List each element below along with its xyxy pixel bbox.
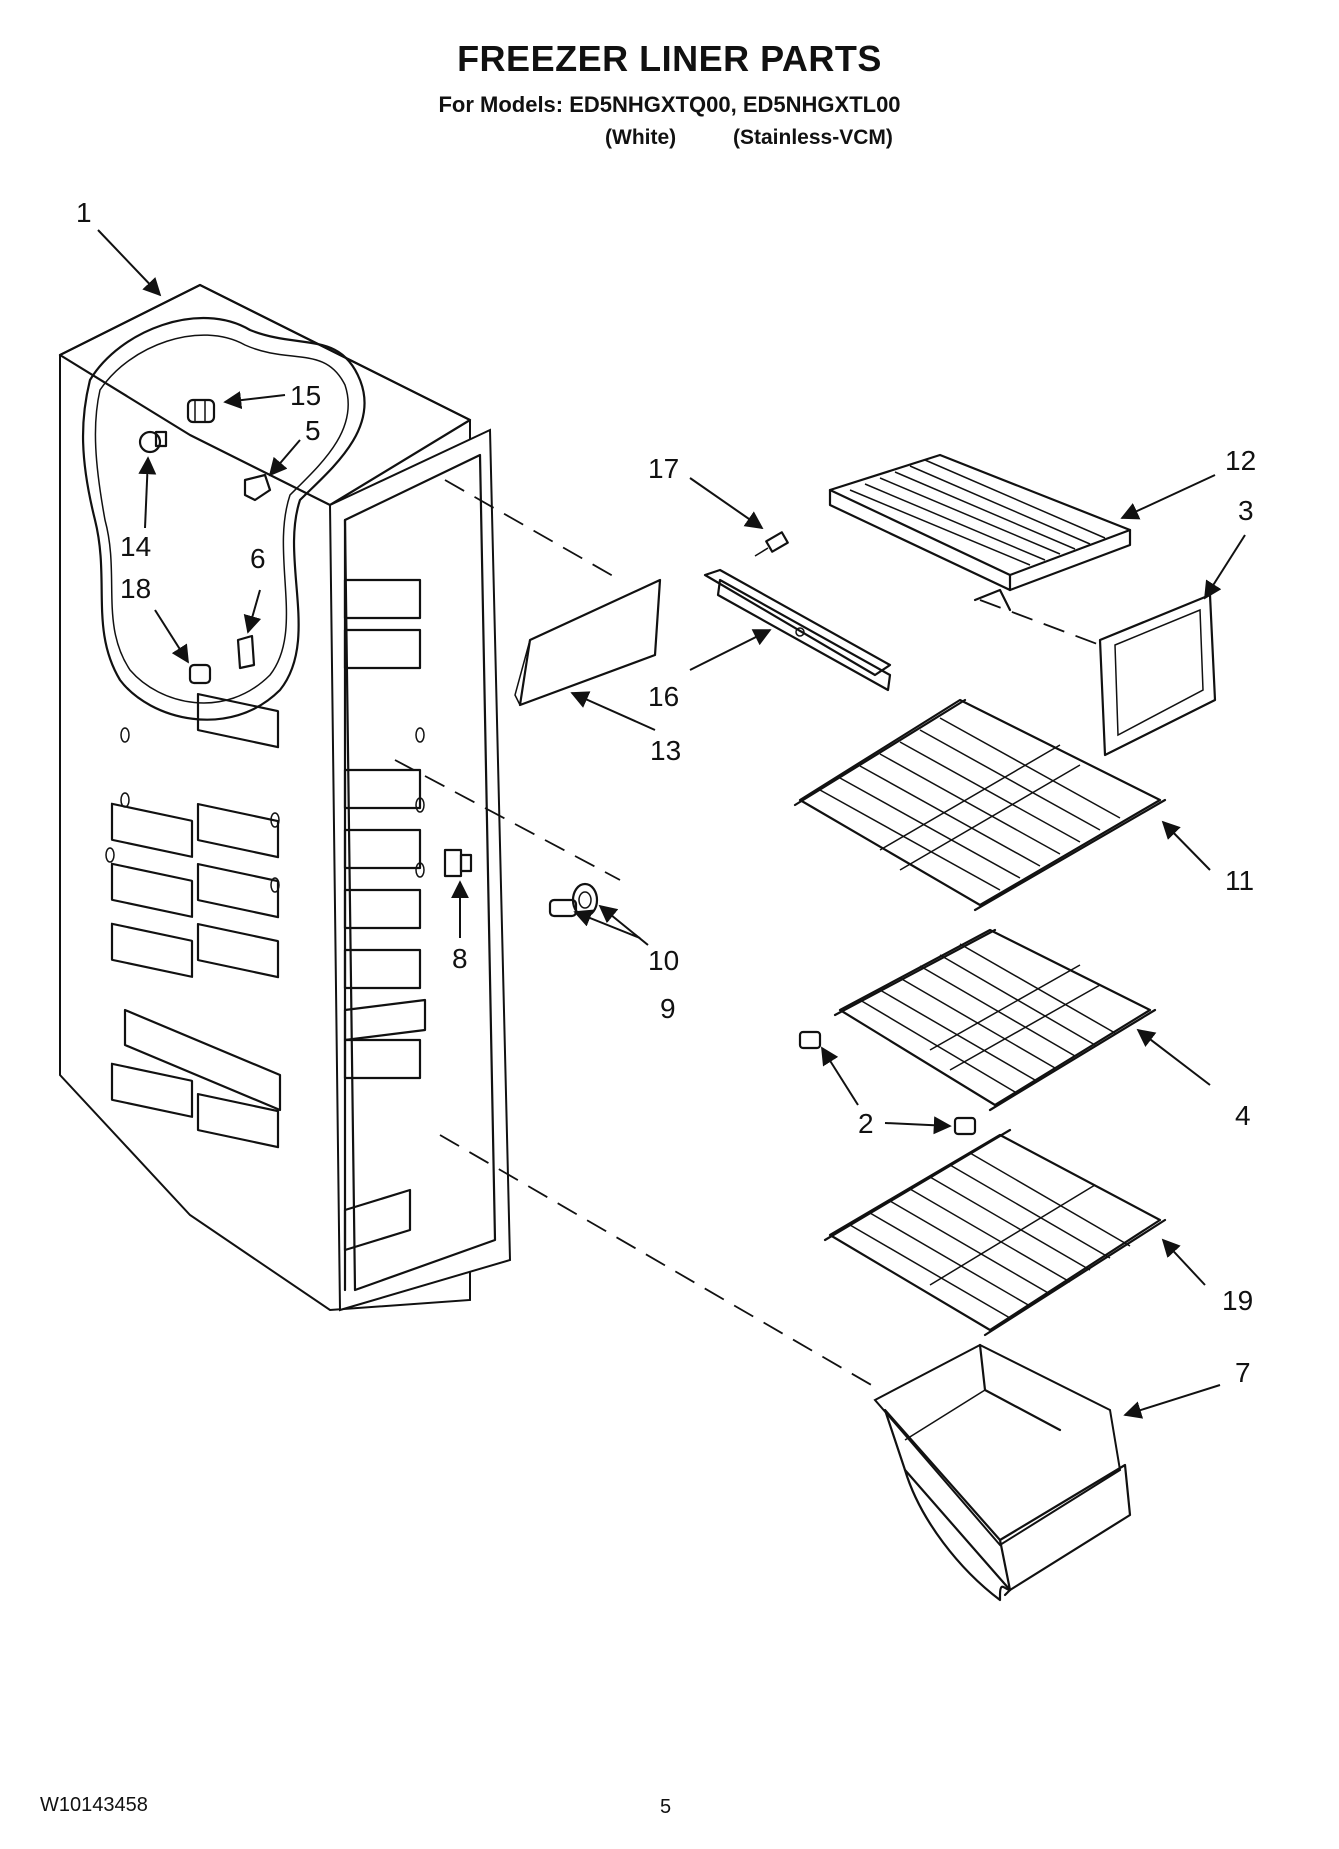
callout-6: 6: [250, 543, 266, 574]
models-line: For Models: ED5NHGXTQ00, ED5NHGXTL00: [438, 92, 901, 117]
thermostat-18: [188, 663, 212, 685]
callout-12: 12: [1225, 445, 1256, 476]
variant-stainless: (Stainless-VCM): [733, 126, 893, 149]
duct-cover-13: [514, 578, 662, 707]
callout-10: 10: [648, 945, 679, 976]
wire-shelf-19: [823, 1128, 1167, 1337]
callout-15: 15: [290, 380, 321, 411]
callout-8: 8: [452, 943, 468, 974]
dash-12-3: [979, 599, 1101, 646]
light-bulb-14: [138, 430, 168, 454]
doc-number: W10143458: [40, 1794, 148, 1816]
page-title: FREEZER LINER PARTS: [457, 38, 882, 79]
callout-5: 5: [305, 415, 321, 446]
fitting-8: [443, 848, 473, 878]
callout-18: 18: [120, 573, 151, 604]
light-socket-15: [186, 398, 216, 424]
callout-leaders: [97, 229, 1246, 1419]
callout-19: 19: [1222, 1285, 1253, 1316]
liner-ribs: [110, 692, 280, 1149]
callout-numbers: 1 15 5 14 6 18 8 10 9 13 16 17 12 3 11 4…: [76, 197, 1256, 1388]
freezer-bin-7: [873, 1343, 1132, 1602]
callout-14: 14: [120, 531, 151, 562]
callout-16: 16: [648, 681, 679, 712]
shelf-frame-3: [1098, 593, 1217, 757]
callout-3: 3: [1238, 495, 1254, 526]
fitting-9: [548, 898, 578, 918]
callout-1: 1: [76, 197, 92, 228]
page-number: 5: [660, 1796, 672, 1818]
clip-6: [236, 634, 256, 670]
shelf-stop-2a: [798, 1030, 822, 1050]
callout-2: 2: [858, 1108, 874, 1139]
shelf-stop-2b: [953, 1116, 977, 1136]
glass-shelf-12: [828, 453, 1132, 612]
callout-7: 7: [1235, 1357, 1251, 1388]
screw-17: [754, 531, 789, 557]
bracket-5: [243, 473, 272, 502]
callout-4: 4: [1235, 1100, 1251, 1131]
callout-11: 11: [1225, 865, 1254, 896]
variant-white: (White): [605, 126, 677, 149]
wire-shelf-11: [793, 698, 1167, 912]
callout-9: 9: [660, 993, 676, 1024]
shelf-track-16: [703, 568, 892, 692]
inner-face-ribs: [343, 578, 422, 1080]
callout-13: 13: [650, 735, 681, 766]
freezer-liner: [58, 283, 512, 1312]
dash-7: [439, 1134, 881, 1391]
wire-shelf-4: [833, 928, 1157, 1112]
callout-17: 17: [648, 453, 679, 484]
dash-10: [394, 759, 621, 881]
